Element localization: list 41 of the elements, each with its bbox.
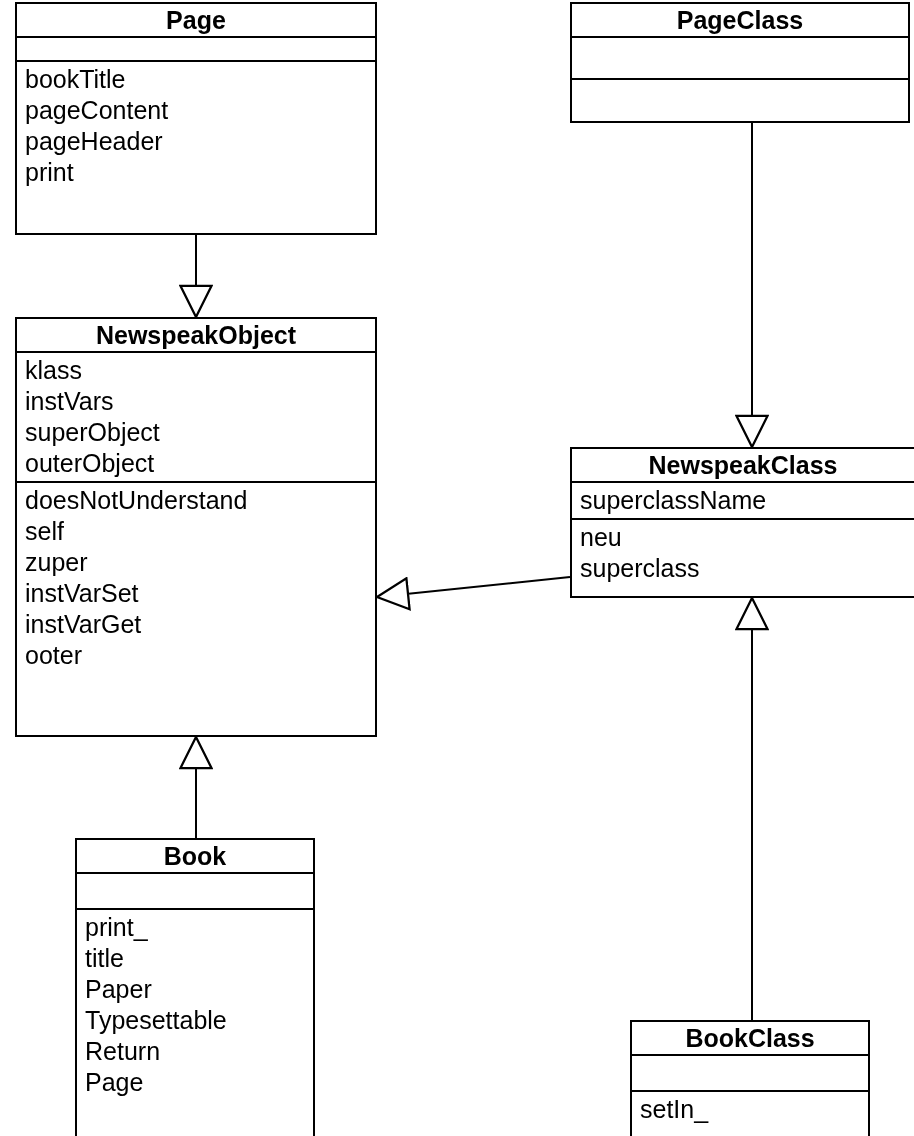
class-member: superclass [579,553,701,584]
class-member: print_ [84,912,149,943]
class-member: print [24,157,75,188]
class-member: pageContent [24,95,170,126]
class-name: BookClass [632,1022,868,1056]
class-member: instVars [24,386,115,417]
class-member: doesNotUnderstand [24,485,249,516]
class-member: neu [579,522,623,553]
class-member: setIn_ [639,1094,710,1125]
class-name: NewspeakClass [572,449,914,483]
class-member: title [84,943,125,974]
class-member: klass [24,355,83,386]
inheritance-arrow [735,122,769,449]
class-box [15,2,377,235]
class-member: instVarGet [24,609,143,640]
class-member: superObject [24,417,161,448]
class-member: instVarSet [24,578,140,609]
class-name: Page [17,4,375,38]
class-member: pageHeader [24,126,164,157]
class-member: Typesettable [84,1005,228,1036]
class-member: bookTitle [24,64,127,95]
inheritance-arrow [179,234,213,319]
inheritance-arrow [179,735,213,839]
class-box [570,447,914,598]
class-member: outerObject [24,448,156,479]
class-member: Paper [84,974,153,1005]
class-name: NewspeakObject [17,319,375,353]
class-box [570,2,910,123]
inheritance-arrow [735,596,769,1021]
class-name: PageClass [572,4,908,38]
class-member: Return [84,1036,162,1067]
class-box [630,1020,870,1136]
class-box [15,317,377,737]
class-member: Page [84,1067,145,1098]
inheritance-arrow [375,576,571,611]
class-member: self [24,516,65,547]
class-box [75,838,315,1136]
class-member: superclassName [579,485,768,516]
class-name: Book [77,840,313,874]
class-member: zuper [24,547,89,578]
class-member: ooter [24,640,83,671]
